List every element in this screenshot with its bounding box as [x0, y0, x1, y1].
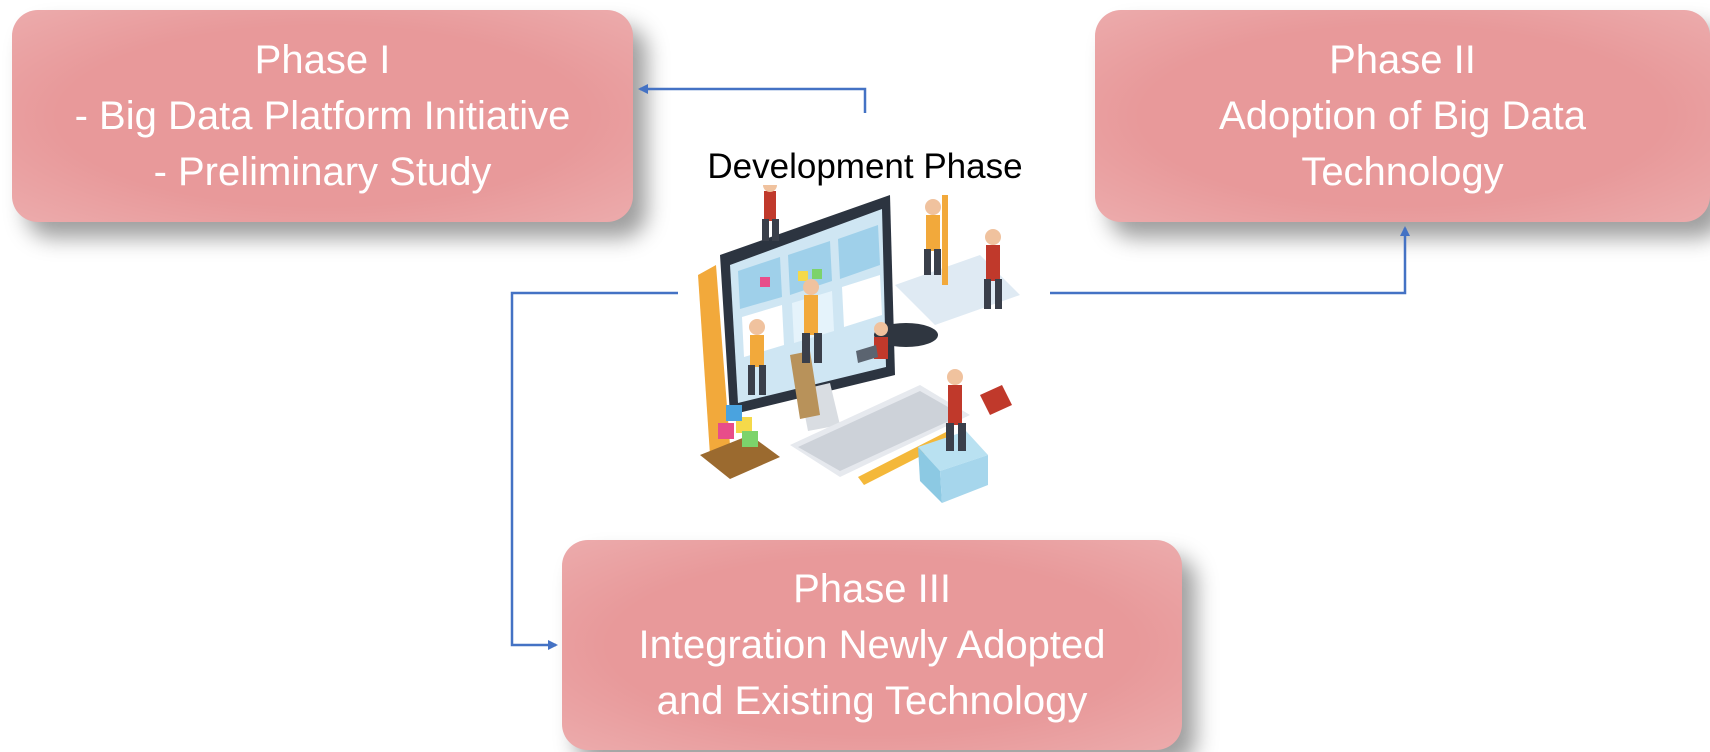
- phase-2-line-3: Technology: [1301, 150, 1504, 194]
- phase-1-line-3: - Preliminary Study: [153, 150, 492, 194]
- worker-with-pole-icon: [924, 195, 948, 285]
- phase-3-line-3: and Existing Technology: [656, 679, 1088, 723]
- development-phase-title: Development Phase: [707, 147, 1023, 186]
- worker-seated-left-icon: [748, 319, 766, 395]
- worker-with-laptop-icon: [856, 322, 888, 363]
- worker-on-ladder-icon: [790, 279, 822, 419]
- phase-2-line-2: Adoption of Big Data: [1219, 94, 1586, 138]
- worker-on-box-icon: [918, 369, 988, 503]
- keyboard-icon: [790, 385, 970, 477]
- phase-2-box: Phase II Adoption of Big Data Technology: [1095, 10, 1710, 222]
- blocks-box-icon: [700, 405, 780, 479]
- phase-1-line-2: - Big Data Platform Initiative: [74, 94, 571, 138]
- arrow-to-phase-1: [638, 84, 867, 113]
- worker-top-left-icon: [762, 185, 779, 241]
- phase-1-box: Phase I - Big Data Platform Initiative -…: [12, 10, 633, 222]
- worker-right-icon: [984, 229, 1002, 309]
- ruler-icon: [698, 265, 730, 455]
- development-team-illustration-icon: [698, 185, 1020, 503]
- phase-1-title: Phase I: [254, 38, 391, 82]
- phase-3-box: Phase III Integration Newly Adopted and …: [562, 540, 1182, 750]
- phase-3-line-2: Integration Newly Adopted: [638, 623, 1106, 667]
- arrow-to-phase-2: [1050, 226, 1410, 295]
- phase-3-title: Phase III: [793, 567, 951, 611]
- phase-2-title: Phase II: [1329, 38, 1476, 82]
